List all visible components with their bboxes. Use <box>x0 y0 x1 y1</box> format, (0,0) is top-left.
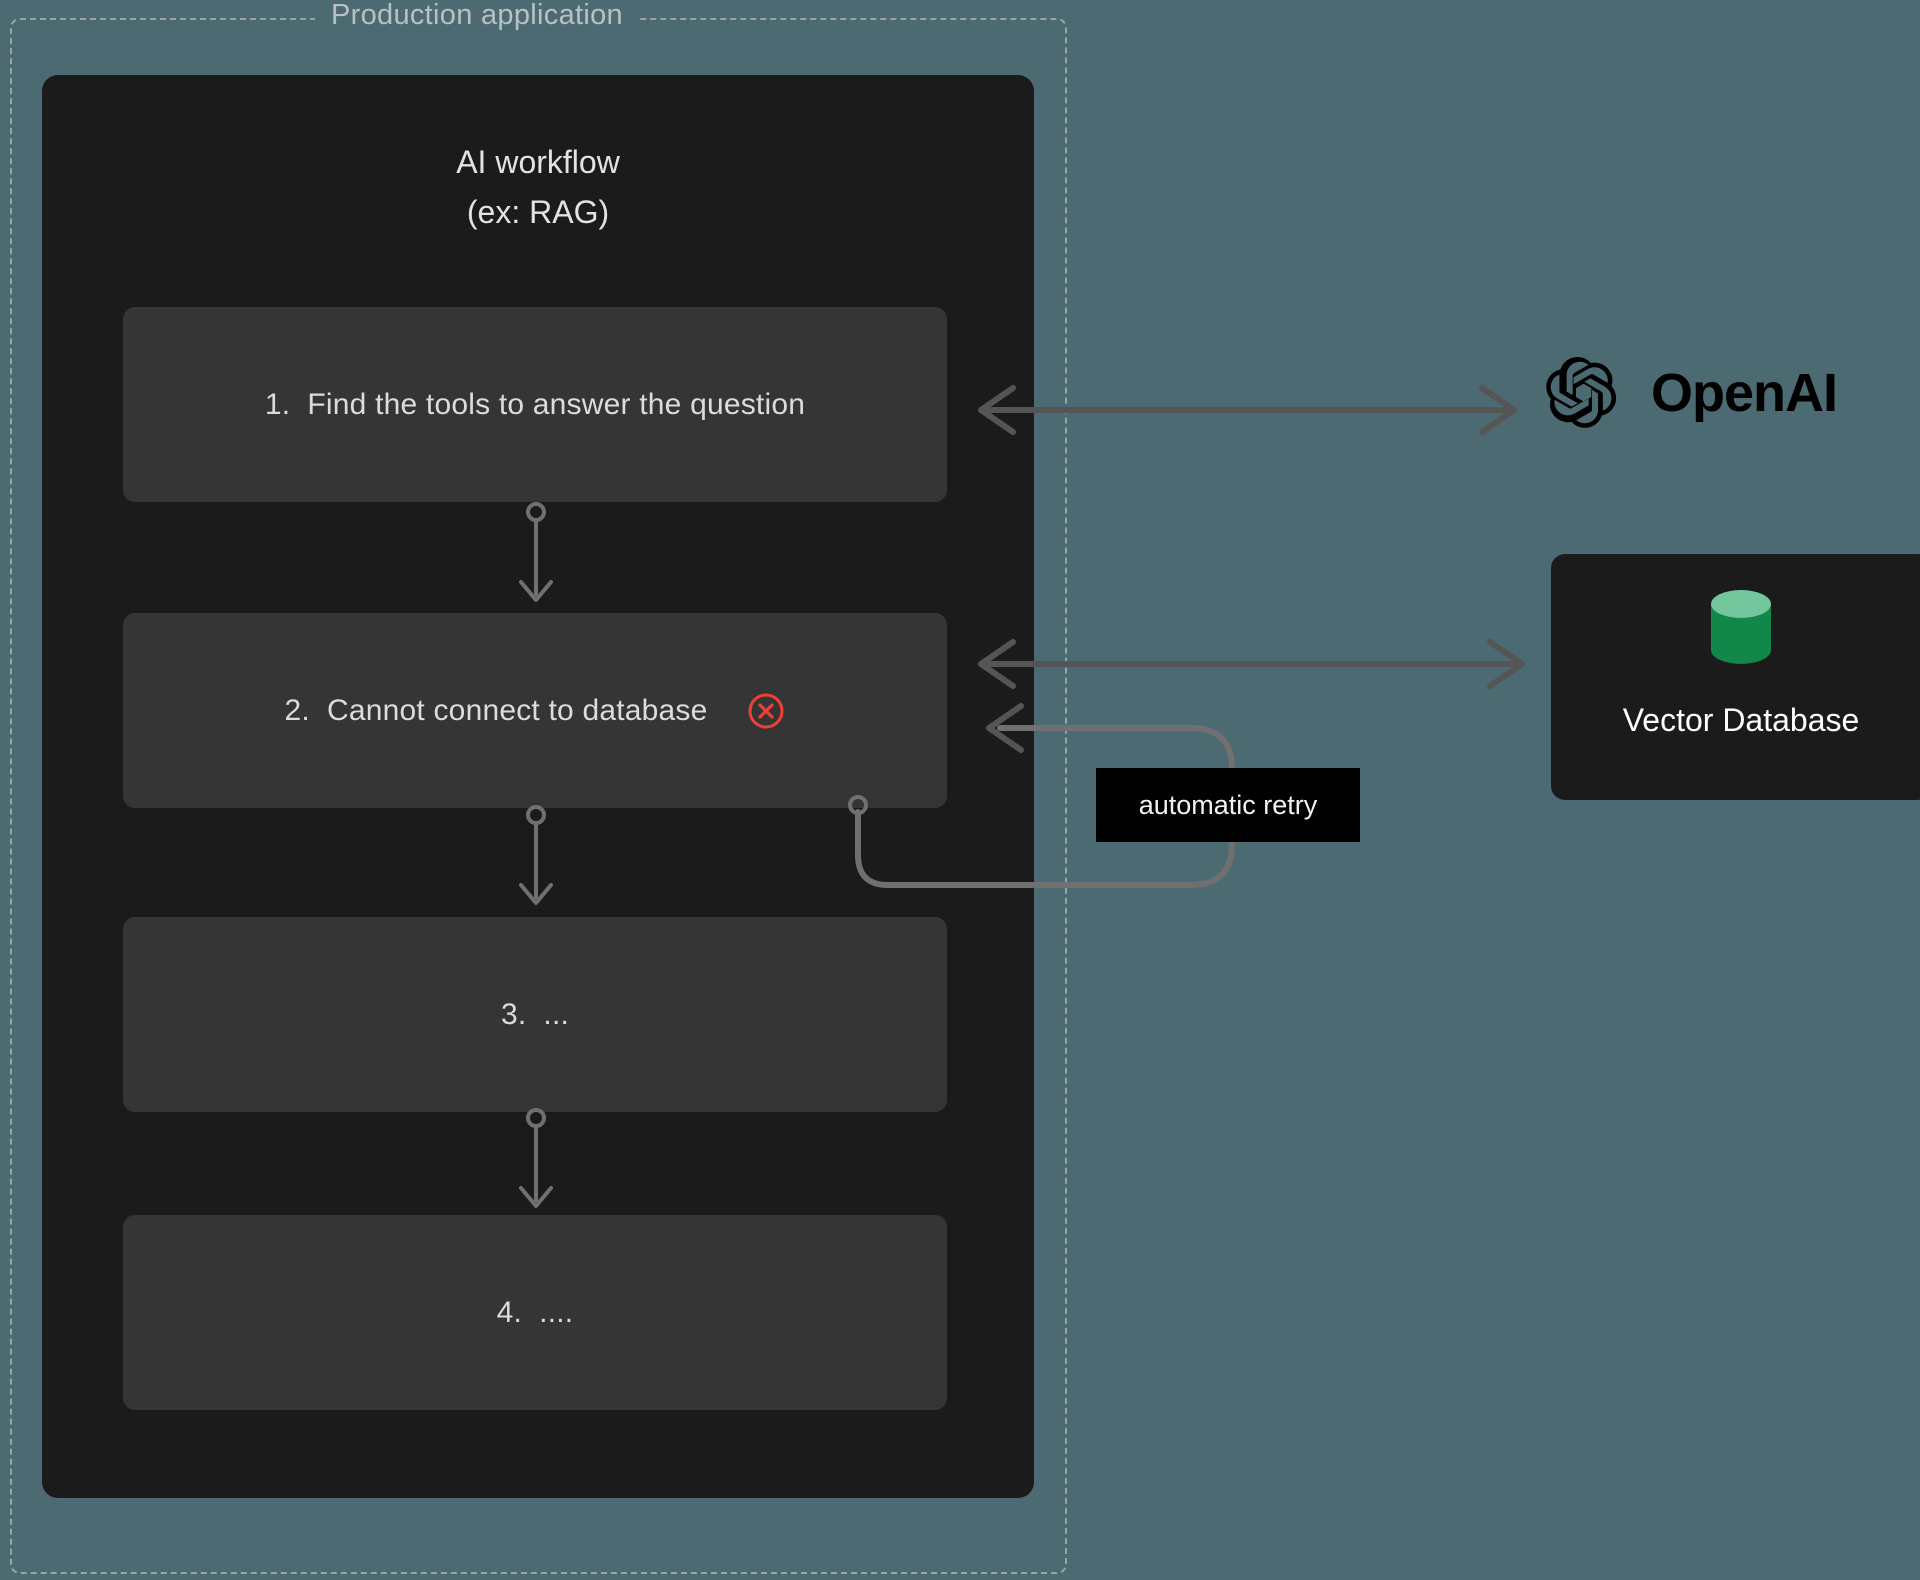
workflow-step-3-label: 3. ... <box>500 997 570 1031</box>
svg-text:OpenAI: OpenAI <box>1651 363 1837 423</box>
connector-step3-to-step4 <box>505 1106 567 1223</box>
workflow-step-3[interactable]: 3. ... <box>123 917 947 1112</box>
workflow-step-1-label: 1. Find the tools to answer the question <box>264 387 806 421</box>
openai-logo: OpenAI <box>1545 355 1905 431</box>
openai-knot-icon <box>1546 356 1617 428</box>
error-circle-x-icon <box>747 692 785 730</box>
ai-workflow-title: AI workflow (ex: RAG) <box>42 137 1034 237</box>
production-application-title: Production application <box>315 0 639 32</box>
workflow-step-4[interactable]: 4. .... <box>123 1215 947 1410</box>
ai-workflow-title-line1: AI workflow <box>456 144 620 180</box>
automatic-retry-text: automatic retry <box>1138 789 1318 820</box>
database-cylinder-icon <box>1706 588 1776 666</box>
ai-workflow-title-line2: (ex: RAG) <box>466 194 610 230</box>
automatic-retry-label: automatic retry <box>1096 768 1360 842</box>
vector-database-label: Vector Database <box>1622 702 1860 738</box>
workflow-step-2-label: 2. Cannot connect to database <box>284 693 708 727</box>
connector-step2-to-step3 <box>505 803 567 920</box>
vector-database-card[interactable]: Vector Database <box>1551 554 1920 800</box>
workflow-step-1[interactable]: 1. Find the tools to answer the question <box>123 307 947 502</box>
workflow-step-4-label: 4. .... <box>496 1295 574 1329</box>
connector-step1-to-step2 <box>505 500 567 617</box>
workflow-step-2[interactable]: 2. Cannot connect to database <box>123 613 947 808</box>
